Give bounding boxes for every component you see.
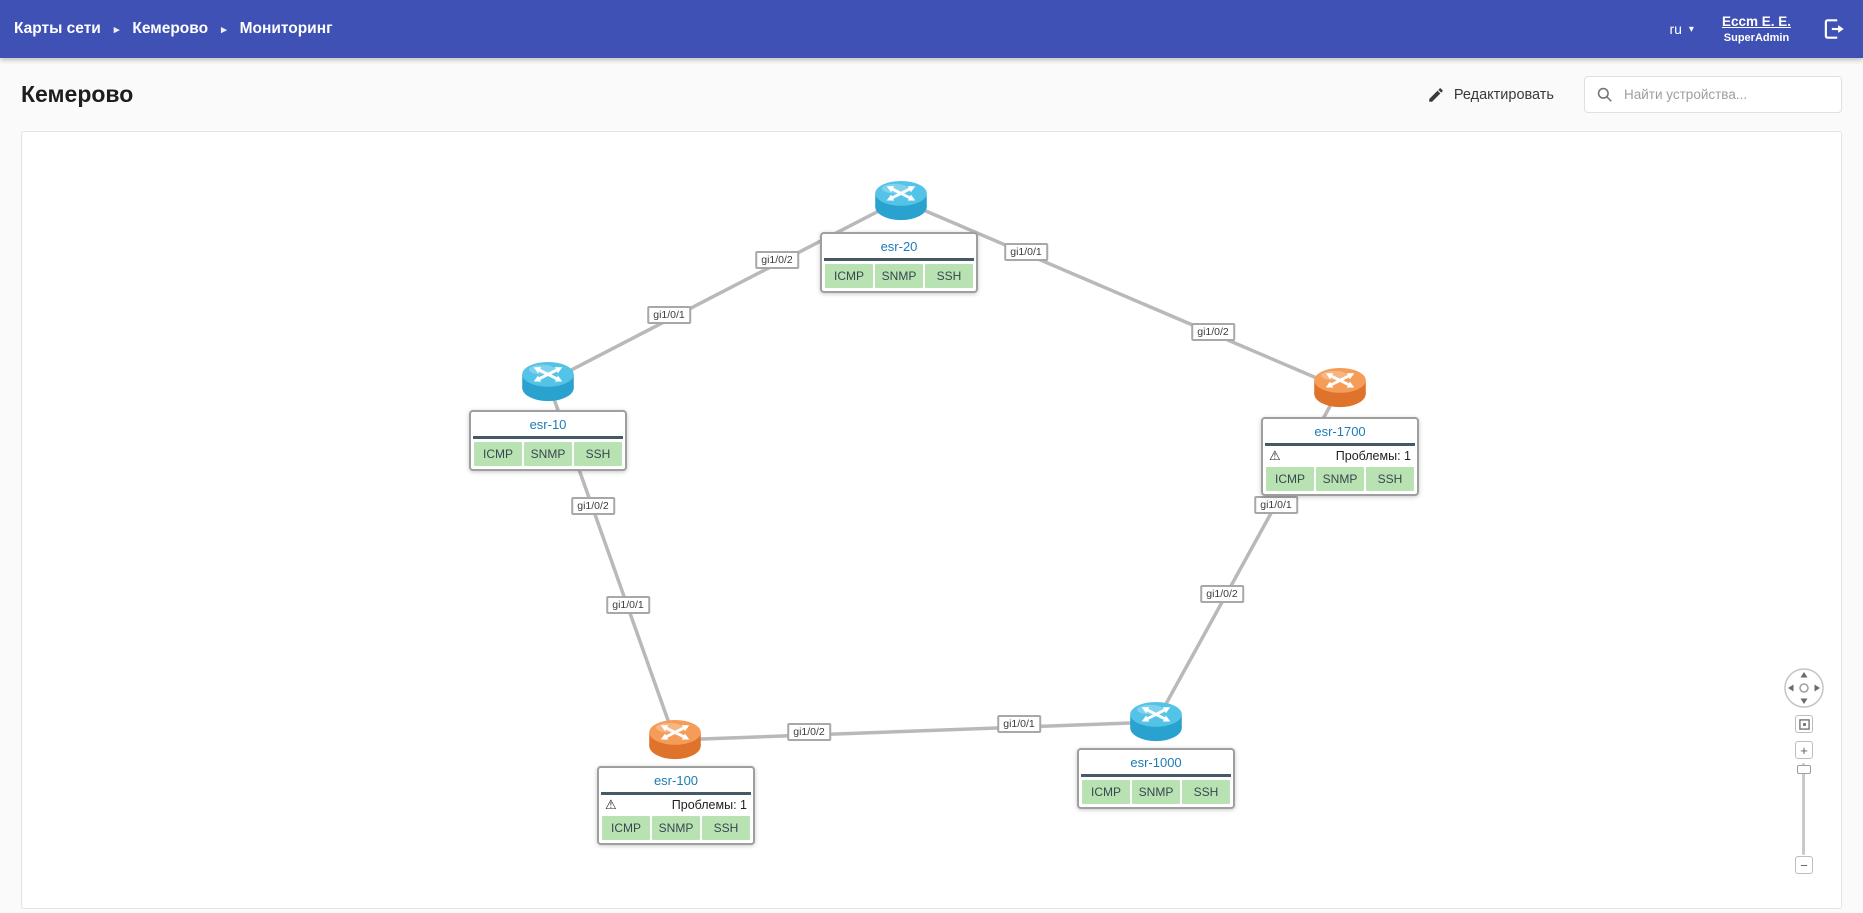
zoom-in-button[interactable]: + [1795,741,1813,759]
router-icon-esr-20[interactable] [874,180,928,222]
router-icon-esr-10[interactable] [521,361,575,403]
service-badge-icmp: ICMP [1082,779,1130,804]
zoom-out-button[interactable]: − [1795,856,1813,874]
link-port-label: gi1/0/1 [997,715,1041,733]
service-badges: ICMP SNMP SSH [1266,466,1414,491]
card-divider [1265,443,1415,446]
link-port-label: gi1/0/2 [787,723,831,741]
problems-count-label: Проблемы: 1 [671,797,747,812]
device-card-esr-10[interactable]: esr-10 ICMP SNMP SSH [469,410,627,471]
service-badge-ssh: SSH [702,815,750,840]
user-menu[interactable]: Eccm E. E. SuperAdmin [1722,13,1791,45]
search-input[interactable] [1622,86,1831,103]
topbar: Карты сети ▸ Кемерово ▸ Мониторинг ru ▾ … [0,0,1863,58]
logout-icon [1824,19,1844,39]
user-name-link[interactable]: Eccm E. E. [1721,14,1791,30]
service-badge-ssh: SSH [574,441,622,466]
network-map-canvas[interactable]: gi1/0/1 gi1/0/2 gi1/0/1 gi1/0/2 gi1/0/2 … [21,131,1842,909]
pan-control[interactable] [1784,668,1824,708]
service-badges: ICMP SNMP SSH [1082,779,1230,804]
service-badge-icmp: ICMP [474,441,522,466]
card-divider [473,436,623,439]
topbar-right: ru ▾ Eccm E. E. SuperAdmin [1669,13,1849,45]
problems-count-label: Проблемы: 1 [1335,448,1411,463]
device-name: esr-100 [653,773,699,788]
edit-button-label: Редактировать [1453,86,1554,103]
search-box [1584,76,1842,113]
breadcrumb-separator-icon: ▸ [113,23,120,36]
device-card-esr-1700[interactable]: esr-1700 ⚠ Проблемы: 1 ICMP SNMP SSH [1261,417,1419,496]
link-port-label: gi1/0/2 [755,251,799,269]
link-esr10-esr20 [546,198,902,384]
card-divider [601,792,751,795]
device-name: esr-1000 [1130,755,1182,770]
pencil-icon [1429,87,1443,102]
warning-icon: ⚠ [605,797,617,812]
breadcrumb-separator-icon: ▸ [221,23,227,36]
service-badge-snmp: SNMP [875,263,923,288]
zoom-slider-handle[interactable] [1797,765,1811,774]
recenter-icon [1798,718,1810,730]
breadcrumb-monitoring[interactable]: Мониторинг [239,20,333,37]
problems-row: ⚠ Проблемы: 1 [1266,446,1414,464]
zoom-slider-track[interactable] [1802,763,1805,855]
router-icon-esr-1000[interactable] [1129,701,1183,743]
language-label: ru [1669,21,1682,37]
service-badge-icmp: ICMP [825,263,873,288]
router-icon-esr-100[interactable] [648,719,702,761]
card-divider [824,258,974,261]
link-port-label: gi1/0/2 [571,497,615,515]
service-badge-icmp: ICMP [602,815,650,840]
problems-row: ⚠ Проблемы: 1 [602,795,750,813]
pan-control-icon [1784,668,1824,708]
recenter-button[interactable] [1795,715,1813,733]
service-badges: ICMP SNMP SSH [825,263,973,288]
breadcrumb-network-maps[interactable]: Карты сети [14,20,101,37]
link-esr20-esr1700 [898,198,1342,390]
card-divider [1081,774,1231,777]
user-role-label: SuperAdmin [1723,31,1790,44]
link-port-label: gi1/0/1 [1004,243,1048,261]
router-icon-esr-1700[interactable] [1313,367,1367,409]
device-name: esr-10 [529,417,567,432]
service-badge-ssh: SSH [1366,466,1414,491]
service-badge-snmp: SNMP [652,815,700,840]
link-port-label: gi1/0/2 [1200,585,1244,603]
search-icon [1597,87,1612,102]
service-badge-snmp: SNMP [524,441,572,466]
service-badge-icmp: ICMP [1266,466,1314,491]
link-port-label: gi1/0/2 [1191,323,1235,341]
service-badges: ICMP SNMP SSH [474,441,622,466]
device-name: esr-1700 [1314,424,1366,439]
page-header: Кемерово Редактировать [0,58,1863,131]
device-card-esr-100[interactable]: esr-100 ⚠ Проблемы: 1 ICMP SNMP SSH [597,766,755,845]
header-actions: Редактировать [1421,76,1842,113]
service-badge-ssh: SSH [1182,779,1230,804]
page-title: Кемерово [21,81,134,107]
edit-button[interactable]: Редактировать [1421,85,1560,105]
language-selector[interactable]: ru ▾ [1669,21,1693,37]
breadcrumb-kemerovo[interactable]: Кемерово [132,20,209,37]
chevron-down-icon: ▾ [1688,23,1694,35]
device-card-esr-1000[interactable]: esr-1000 ICMP SNMP SSH [1077,748,1235,809]
breadcrumb: Карты сети ▸ Кемерово ▸ Мониторинг [14,20,333,38]
service-badge-ssh: SSH [925,263,973,288]
service-badges: ICMP SNMP SSH [602,815,750,840]
service-badge-snmp: SNMP [1316,466,1364,491]
device-card-esr-20[interactable]: esr-20 ICMP SNMP SSH [820,232,978,293]
device-name: esr-20 [880,239,918,254]
service-badge-snmp: SNMP [1132,779,1180,804]
logout-button[interactable] [1819,14,1849,44]
link-port-label: gi1/0/1 [606,596,650,614]
link-port-label: gi1/0/1 [647,306,691,324]
warning-icon: ⚠ [1269,448,1281,463]
link-esr100-esr1000 [673,720,1158,742]
link-port-label: gi1/0/1 [1254,496,1298,514]
